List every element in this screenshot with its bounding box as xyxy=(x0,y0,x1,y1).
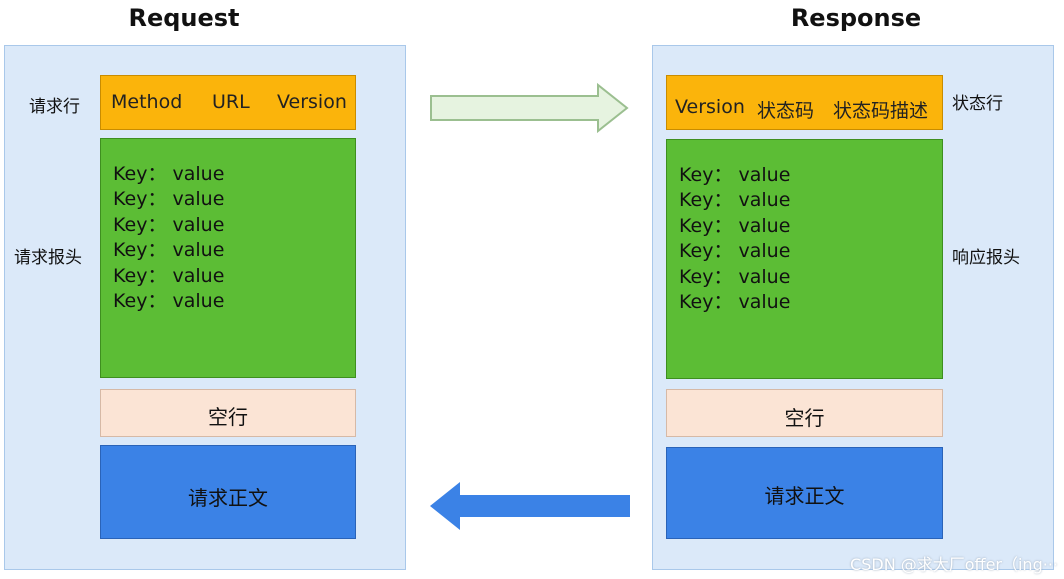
request-headers-label: 请求报头 xyxy=(14,248,82,268)
response-headers-box: Key： value Key： value Key： value Key： va… xyxy=(666,139,943,379)
status-code-text: 状态码 xyxy=(757,100,815,122)
header-row: Key： value xyxy=(679,164,791,186)
header-row: Key： value xyxy=(113,290,225,313)
header-row: Key： value xyxy=(679,214,791,237)
header-row: Key： value xyxy=(113,239,225,262)
request-body-box: 请求正文 xyxy=(100,445,356,539)
request-line-box: Method URL Version xyxy=(100,75,356,130)
response-title: Response xyxy=(790,4,922,32)
response-arrow-icon xyxy=(430,482,630,530)
url-text: URL xyxy=(212,91,250,113)
version-text: Version xyxy=(277,91,347,113)
request-headers-list: Key： value Key： value Key： value Key： va… xyxy=(113,162,224,314)
header-row: Key： value xyxy=(679,291,791,314)
response-headers-list: Key： value Key： value Key： value Key： va… xyxy=(679,163,790,315)
header-row: Key： value xyxy=(113,188,225,211)
header-row: Key： value xyxy=(679,265,791,288)
request-blank-line-box: 空行 xyxy=(100,389,356,437)
response-headers-label: 响应报头 xyxy=(952,248,1020,268)
watermark: CSDN @求大厂offer（ing··· xyxy=(850,555,1058,574)
request-headers-box: Key： value Key： value Key： value Key： va… xyxy=(100,138,356,378)
request-arrow-icon xyxy=(430,82,629,134)
response-blank-line-box: 空行 xyxy=(666,389,943,437)
request-title: Request xyxy=(128,4,240,32)
status-desc-text: 状态码描述 xyxy=(833,100,929,122)
header-row: Key： value xyxy=(679,240,791,263)
blank-line-text: 空行 xyxy=(208,405,248,429)
request-body-text: 请求正文 xyxy=(188,486,268,510)
header-row: Key： value xyxy=(113,163,225,185)
status-line-box: Version 状态码 状态码描述 xyxy=(666,75,943,130)
header-row: Key： value xyxy=(679,189,791,212)
response-body-box: 请求正文 xyxy=(666,447,943,539)
status-line-label: 状态行 xyxy=(952,94,1003,114)
request-line-label: 请求行 xyxy=(29,97,80,117)
method-text: Method xyxy=(111,91,183,113)
header-row: Key： value xyxy=(113,213,225,236)
status-version-text: Version xyxy=(675,96,745,118)
response-body-text: 请求正文 xyxy=(764,484,845,508)
header-row: Key： value xyxy=(113,264,225,287)
blank-line-text: 空行 xyxy=(784,406,825,430)
